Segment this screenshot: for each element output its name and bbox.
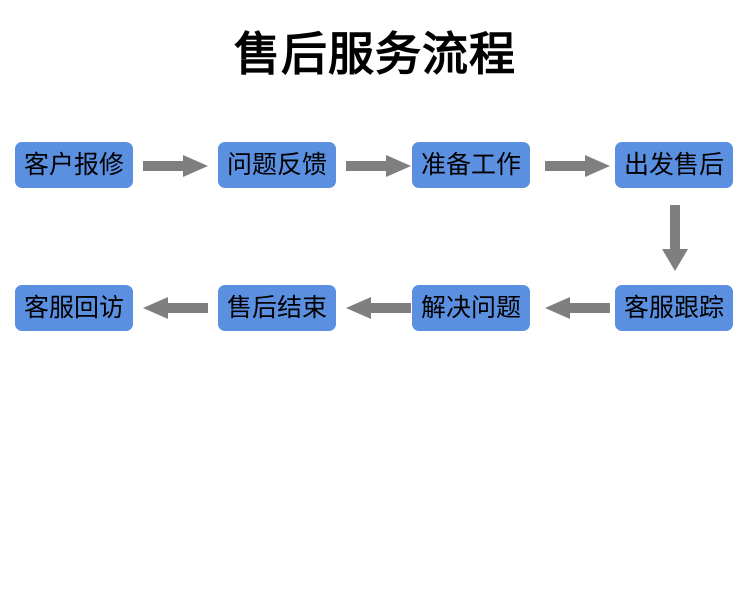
page-title: 售后服务流程 [234, 28, 516, 80]
arrow-right-n2-n3-icon [346, 155, 411, 177]
flow-node-solve-problem[interactable]: 解决问题 [412, 285, 530, 331]
flow-node-label: 客服跟踪 [623, 294, 724, 322]
arrow-left-n6-n7-icon [346, 297, 411, 319]
flow-node-label: 准备工作 [420, 151, 521, 179]
flow-node-customer-followup[interactable]: 客服回访 [15, 285, 133, 331]
flow-node-label: 问题反馈 [226, 151, 327, 179]
arrow-left-n5-n6-icon [545, 297, 610, 319]
flow-node-label: 出发售后 [623, 151, 724, 179]
arrow-down-n4-n5-icon [662, 205, 688, 271]
flow-node-service-tracking[interactable]: 客服跟踪 [615, 285, 733, 331]
flow-node-dispatch-service[interactable]: 出发售后 [615, 142, 733, 188]
arrow-right-n1-n2-icon [143, 155, 208, 177]
flow-node-issue-feedback[interactable]: 问题反馈 [218, 142, 336, 188]
flow-node-label: 解决问题 [420, 294, 521, 322]
flow-node-label: 售后结束 [226, 294, 327, 322]
flow-node-customer-report[interactable]: 客户报修 [15, 142, 133, 188]
arrow-left-n7-n8-icon [143, 297, 208, 319]
flow-node-preparation-work[interactable]: 准备工作 [412, 142, 530, 188]
flow-node-label: 客户报修 [23, 151, 124, 179]
arrow-right-n3-n4-icon [545, 155, 610, 177]
flow-node-service-end[interactable]: 售后结束 [218, 285, 336, 331]
flow-node-label: 客服回访 [23, 294, 124, 322]
